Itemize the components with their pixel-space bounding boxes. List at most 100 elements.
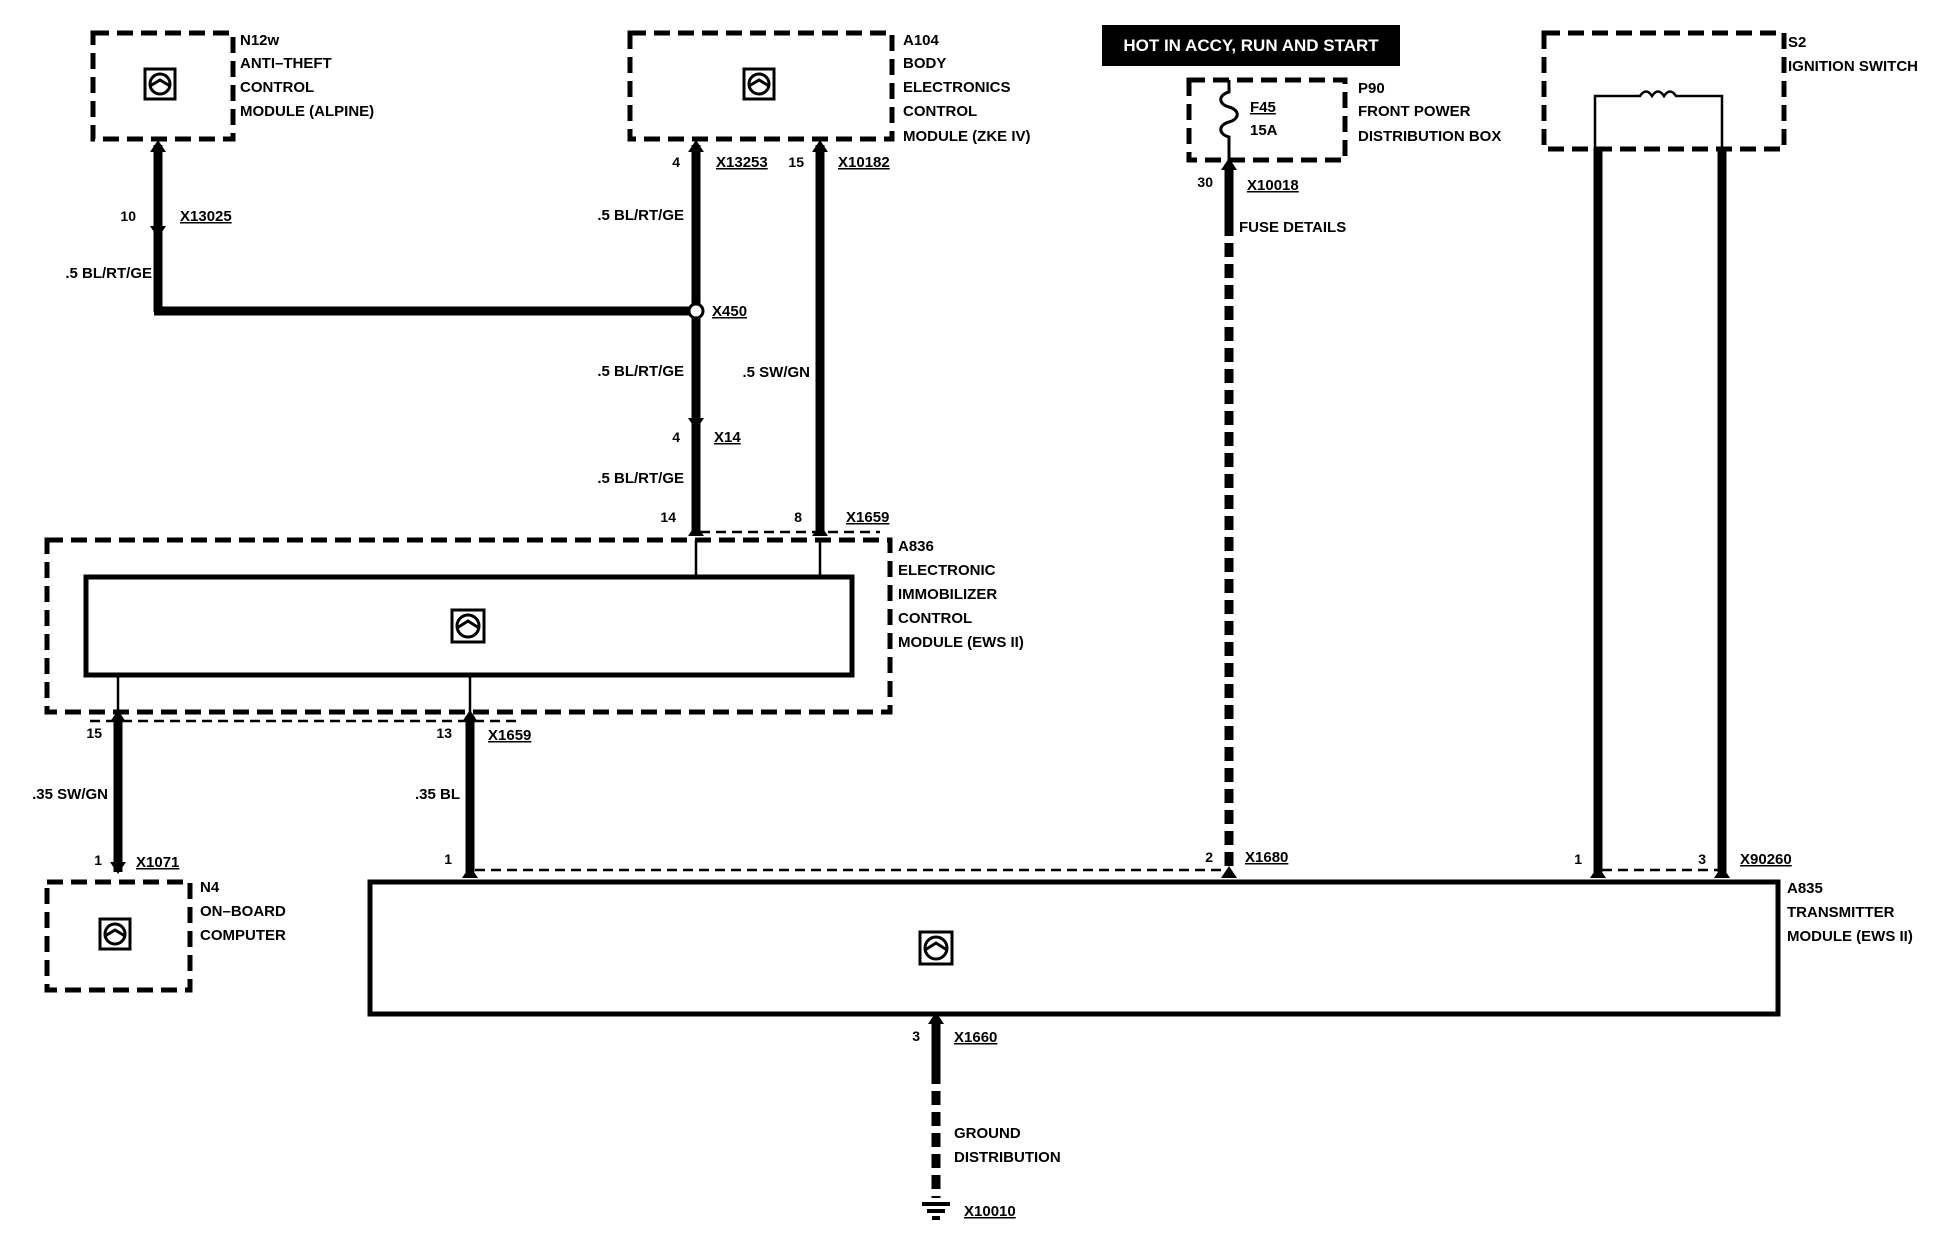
n4-line-2: COMPUTER	[200, 927, 286, 944]
a104-line-2: ELECTRONICS	[903, 79, 1011, 96]
connector-x10010: X10010	[964, 1203, 1016, 1220]
connector-x1071: X1071	[136, 854, 179, 871]
ground-note-2: DISTRIBUTION	[954, 1149, 1061, 1166]
pin-a104-15: 15	[788, 154, 804, 170]
n12w-id: N12w	[240, 32, 280, 49]
a104-box	[627, 30, 895, 142]
pin-a836-8: 8	[794, 509, 802, 525]
component-a835[interactable]: A835 TRANSMITTER MODULE (EWS II)	[367, 879, 1913, 1017]
wire-label-a104-top: .5 BL/RT/GE	[597, 207, 684, 224]
connector-x14: X14	[714, 429, 741, 446]
a835-line-1: TRANSMITTER	[1787, 904, 1895, 921]
n4-id: N4	[200, 879, 220, 896]
component-p90[interactable]: F45 15A P90 FRONT POWER DISTRIBUTION BOX	[1186, 77, 1501, 163]
fuse-details-note: FUSE DETAILS	[1239, 219, 1346, 236]
a104-id: A104	[903, 32, 940, 49]
a836-id: A836	[898, 538, 934, 555]
pin-a836-13: 13	[436, 725, 452, 741]
a836-line-4: MODULE (EWS II)	[898, 634, 1024, 651]
component-n12w[interactable]: N12w ANTI–THEFT CONTROL MODULE (ALPINE)	[90, 30, 374, 142]
wire-a836-to-a835[interactable]	[462, 710, 478, 878]
a836-dashed-outline	[44, 537, 893, 715]
wire-a104-pin15[interactable]	[812, 140, 828, 536]
ground-icon	[922, 1202, 950, 1220]
component-a836[interactable]: A836 ELECTRONIC IMMOBILIZER CONTROL MODU…	[44, 537, 1024, 715]
wire-a104-pin4[interactable]	[687, 140, 705, 536]
connector-x1659-top: X1659	[846, 509, 889, 526]
wire-label-35swgn: .35 SW/GN	[32, 786, 108, 803]
n4-box	[44, 879, 193, 993]
component-n4[interactable]: N4 ON–BOARD COMPUTER	[44, 879, 286, 993]
pin-a104-4: 4	[672, 154, 680, 170]
connector-x1680: X1680	[1245, 849, 1288, 866]
banner-text: HOT IN ACCY, RUN AND START	[1123, 36, 1379, 55]
wire-s2-right[interactable]	[1714, 148, 1730, 878]
wire-label-x14-down: .5 BL/RT/GE	[597, 470, 684, 487]
fuse-icon	[1219, 80, 1239, 160]
wire-a836-to-n4[interactable]	[110, 710, 126, 874]
module-icon	[742, 67, 776, 101]
pin-a835-3b: 3	[1698, 851, 1706, 867]
pin-x14-4: 4	[672, 429, 680, 445]
a104-line-1: BODY	[903, 55, 946, 72]
connector-x1660: X1660	[954, 1029, 997, 1046]
connector-x13253: X13253	[716, 154, 768, 171]
wire-label-x450-down: .5 BL/RT/GE	[597, 363, 684, 380]
n12w-line-1: ANTI–THEFT	[240, 55, 332, 72]
component-s2[interactable]: S2 IGNITION SWITCH	[1541, 30, 1918, 152]
connector-x13025: X13025	[180, 208, 232, 225]
wire-n12w-to-x450[interactable]	[150, 140, 696, 316]
a104-line-4: MODULE (ZKE IV)	[903, 128, 1031, 145]
switch-contact	[1593, 90, 1724, 148]
p90-id: P90	[1358, 80, 1385, 97]
splice-x450	[687, 302, 705, 320]
wire-label-swgn: .5 SW/GN	[742, 364, 810, 381]
ground-note-1: GROUND	[954, 1125, 1021, 1142]
connector-x450: X450	[712, 303, 747, 320]
pin-a836-14: 14	[660, 509, 676, 525]
pin-a835-1: 1	[444, 851, 452, 867]
wire-s2-left[interactable]	[1590, 148, 1606, 878]
s2-id: S2	[1788, 34, 1806, 51]
fuse-rating: 15A	[1250, 122, 1278, 139]
pin-a836-15: 15	[86, 725, 102, 741]
a835-id: A835	[1787, 880, 1823, 897]
a835-line-2: MODULE (EWS II)	[1787, 928, 1913, 945]
pin-n4-1: 1	[94, 852, 102, 868]
n4-line-1: ON–BOARD	[200, 903, 286, 920]
wire-ground[interactable]	[928, 1012, 944, 1198]
wire-label-n12w: .5 BL/RT/GE	[65, 265, 152, 282]
p90-line-2: DISTRIBUTION BOX	[1358, 128, 1501, 145]
s2-box	[1541, 30, 1787, 152]
n12w-line-2: CONTROL	[240, 79, 314, 96]
pin-a835-1b: 1	[1574, 851, 1582, 867]
n12w-line-3: MODULE (ALPINE)	[240, 103, 374, 120]
s2-line-1: IGNITION SWITCH	[1788, 58, 1918, 75]
connector-x10182: X10182	[838, 154, 890, 171]
wire-fuse-to-a835[interactable]	[1221, 158, 1237, 878]
pin-a835-3: 3	[912, 1028, 920, 1044]
n12w-box	[90, 30, 236, 142]
p90-line-1: FRONT POWER	[1358, 103, 1471, 120]
module-icon	[98, 917, 132, 951]
pin-n12w-10: 10	[120, 208, 136, 224]
component-a104[interactable]: A104 BODY ELECTRONICS CONTROL MODULE (ZK…	[627, 30, 1031, 145]
connector-x10018: X10018	[1247, 177, 1299, 194]
fuse-id: F45	[1250, 99, 1276, 116]
module-icon	[143, 67, 177, 101]
connector-x90260: X90260	[1740, 851, 1792, 868]
a104-line-3: CONTROL	[903, 103, 977, 120]
pin-a835-2: 2	[1205, 849, 1213, 865]
connector-x1659-bottom: X1659	[488, 727, 531, 744]
a836-line-3: CONTROL	[898, 610, 972, 627]
p90-box	[1186, 77, 1348, 163]
pin-p90-30: 30	[1197, 174, 1213, 190]
a836-line-2: IMMOBILIZER	[898, 586, 997, 603]
module-icon	[918, 930, 954, 966]
a835-module-body	[367, 879, 1781, 1017]
wire-label-35bl: .35 BL	[415, 786, 460, 803]
module-icon	[450, 608, 486, 644]
a836-line-1: ELECTRONIC	[898, 562, 996, 579]
power-banner: HOT IN ACCY, RUN AND START	[1102, 25, 1400, 66]
